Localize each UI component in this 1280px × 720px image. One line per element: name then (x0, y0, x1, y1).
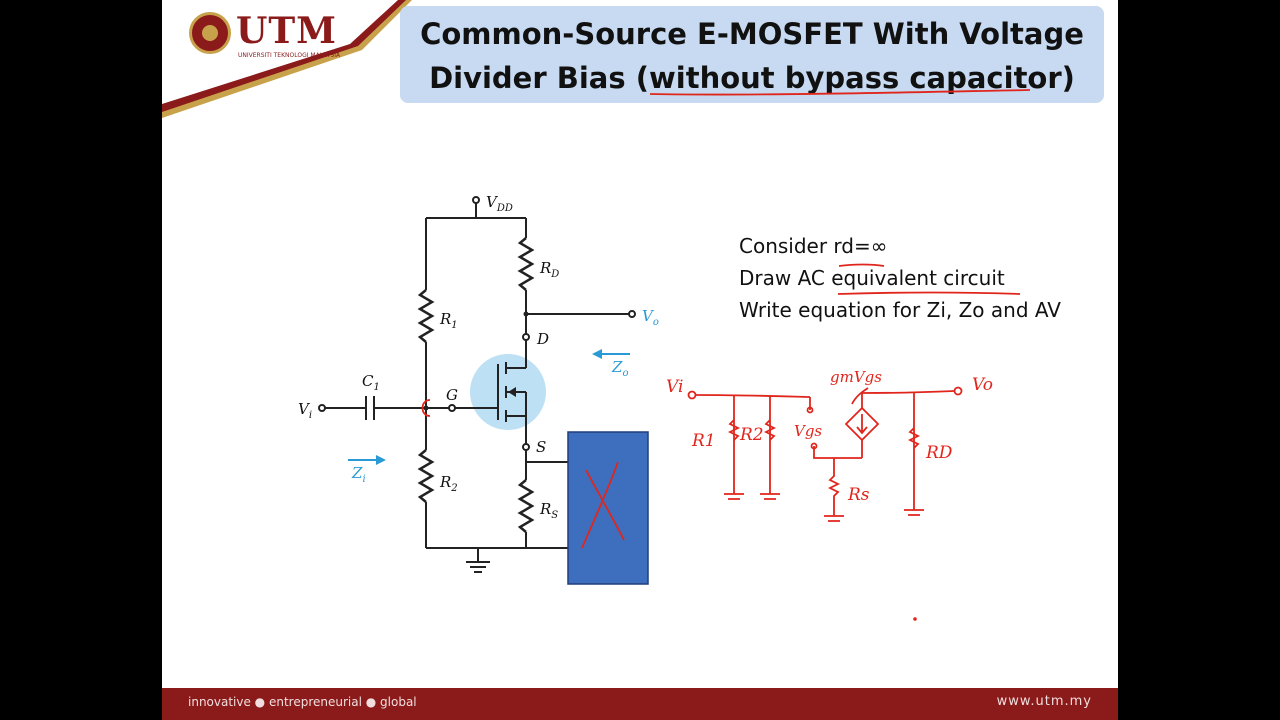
note-line-2: Draw AC equivalent circuit (739, 266, 1005, 290)
drain-label: D (536, 330, 549, 348)
gate-label: G (446, 386, 458, 404)
circuit-diagram: VDD R1 R2 RD Vo D (298, 193, 659, 585)
ink-r1-resistor (727, 419, 741, 441)
ink-vgs-label: Vgs (794, 422, 822, 440)
c1-label: C1 (362, 372, 380, 393)
vo-label: Vo (642, 307, 659, 328)
note-line-3: Write equation for Zi, Zo and AV (739, 298, 1061, 322)
r2-resistor (417, 449, 435, 503)
rs-resistor (517, 479, 535, 533)
vi-label: Vi (298, 400, 312, 421)
ground-icon (466, 548, 490, 573)
crest-icon (189, 12, 231, 54)
ink-gm-label: gmVgs (830, 368, 882, 386)
ink-r1-label: R1 (691, 431, 716, 451)
ac-equivalent-sketch: Vi R1 R2 Vgs Rs gmVgs RD Vo (666, 368, 993, 621)
rd-resistor (517, 237, 535, 291)
bypass-capacitor-cover (567, 431, 649, 585)
footer-bar: innovative ● entrepreneurial ● global ww… (162, 688, 1118, 720)
ink-rd-resistor (907, 427, 921, 449)
ink-r2-resistor (763, 419, 777, 441)
zo-arrow (592, 349, 630, 359)
mosfet-symbol (454, 340, 527, 444)
ink-r2-label: R2 (739, 425, 764, 445)
vdd-label: VDD (486, 193, 513, 214)
source-label: S (536, 438, 546, 456)
zo-label: Zo (611, 358, 628, 379)
current-source-icon (844, 406, 880, 442)
ink-rs-resistor (824, 458, 844, 522)
r1-resistor (417, 289, 435, 343)
footer-url: www.utm.my (996, 694, 1092, 709)
ink-rs-label: Rs (847, 485, 870, 505)
ink-vo-label: Vo (972, 375, 993, 395)
rs-label: RS (539, 500, 558, 521)
rd-label: RD (539, 259, 559, 280)
ink-rd-label: RD (925, 443, 953, 463)
vo-terminal (628, 310, 636, 318)
title-line-1: Common-Source E-MOSFET With Voltage (420, 17, 1084, 51)
slide: UTM UNIVERSITI TEKNOLOGI MALAYSIA Common… (162, 0, 1118, 720)
zi-arrow (348, 455, 386, 465)
note-line-1: Consider rd=∞ (739, 234, 888, 258)
logo-text: UTM (236, 10, 338, 52)
utm-logo: UTM UNIVERSITI TEKNOLOGI MALAYSIA (184, 8, 364, 62)
cross-out-mark (581, 461, 625, 549)
r1-label: R1 (439, 310, 458, 331)
r2-label: R2 (439, 473, 458, 494)
title-box: Common-Source E-MOSFET With Voltage Divi… (400, 6, 1104, 103)
footer-tagline: innovative ● entrepreneurial ● global (188, 695, 417, 709)
zi-label: Zi (351, 464, 366, 485)
instruction-notes: Consider rd=∞ Draw AC equivalent circuit… (739, 230, 1061, 326)
logo-subtitle: UNIVERSITI TEKNOLOGI MALAYSIA (238, 52, 341, 59)
ink-vi-label: Vi (666, 377, 683, 397)
